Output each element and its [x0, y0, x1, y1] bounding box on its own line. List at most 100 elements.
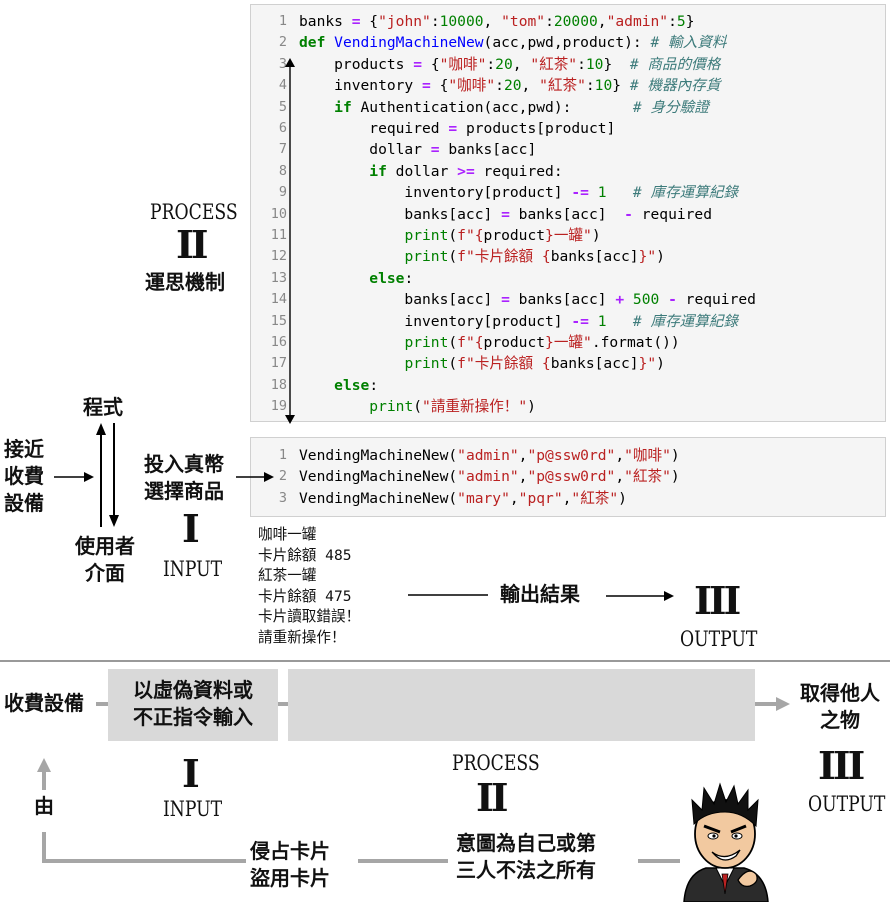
line-number: 13 — [270, 269, 287, 286]
code-text: inventory[product] -= 1 # 庫存運算紀錄 — [299, 312, 739, 330]
input-label-top: INPUT — [163, 557, 223, 581]
line-number: 17 — [270, 355, 287, 372]
code-text: dollar = banks[acc] — [299, 141, 537, 159]
code-text: print("請重新操作！") — [369, 398, 536, 416]
output-line: 咖啡一罐 — [258, 526, 317, 543]
bottom-flow-lines — [37, 697, 790, 863]
process-empty-box — [288, 669, 755, 741]
user-interface-label: 使用者 介面 — [70, 533, 140, 587]
output-label-top: OUTPUT — [680, 627, 758, 651]
process-label-top: PROCESS — [150, 200, 238, 224]
code-text: banks[acc] = banks[acc] - required — [299, 205, 712, 223]
line-number: 14 — [270, 291, 287, 308]
process-numeral-bottom: II — [476, 775, 509, 820]
card-misuse-label: 侵占卡片 盜用卡片 — [250, 838, 330, 892]
line-number: 8 — [278, 162, 287, 179]
output-line-left — [408, 594, 488, 596]
by-label: 由 — [34, 794, 54, 818]
code-text: products = {"咖啡":20, "紅茶":10} # 商品的價格 — [299, 55, 721, 73]
code-text: inventory = {"咖啡":20, "紅茶":10} # 機器內存貨 — [299, 77, 721, 95]
code-text: print(f"卡片餘額 {banks[acc]}") — [404, 355, 665, 373]
code-text: if dollar >= required: — [369, 162, 563, 180]
code-text: if Authentication(acc,pwd): # 身分驗證 — [334, 98, 709, 116]
line-number: 5 — [278, 98, 287, 115]
code-text: VendingMachineNew("admin","p@ssw0rd","咖啡… — [299, 447, 680, 464]
insert-money-label: 投入真幣 選擇商品 — [144, 451, 224, 505]
process-caption: 運思機制 — [145, 270, 225, 294]
code-text: print(f"{product}一罐") — [404, 227, 601, 244]
code-line: 8 if dollar >= required: — [251, 161, 885, 182]
line-number: 3 — [278, 55, 287, 72]
process-span-arrow — [285, 58, 295, 424]
fake-line-1: 以虛偽資料或 — [133, 678, 253, 702]
approach-device-label: 接近 收費 設備 — [4, 436, 54, 517]
line-number: 2 — [278, 34, 287, 51]
line-number: 3 — [278, 489, 287, 506]
villain-cartoon-icon — [683, 782, 769, 902]
code-text: banks = {"john":10000, "tom":20000,"admi… — [299, 13, 695, 30]
line-number: 16 — [270, 334, 287, 350]
code-line: 2 def VendingMachineNew(acc,pwd,product):… — [251, 32, 885, 53]
line-number: 10 — [270, 205, 287, 222]
output-numeral-bottom: III — [818, 743, 865, 788]
code-text: def VendingMachineNew(acc,pwd,product): … — [299, 34, 727, 52]
obtain-line-1: 取得他人 — [800, 681, 880, 705]
code-text: else: — [369, 269, 414, 287]
output-numeral-top: III — [694, 578, 741, 623]
fake-data-box — [108, 669, 278, 741]
code-line: 11 print(f"{product}一罐") — [251, 225, 885, 246]
approach-line-2: 收費 — [4, 464, 44, 488]
line-number: 1 — [278, 13, 287, 29]
code-cell-definition[interactable]: 1 banks = {"john":10000, "tom":20000,"adm… — [250, 4, 886, 422]
input-numeral-bottom: I — [182, 751, 200, 796]
line-number: 9 — [278, 184, 287, 201]
obtain-property-label: 取得他人 之物 — [790, 680, 890, 734]
line-number: 1 — [278, 447, 287, 463]
line-number: 12 — [270, 248, 287, 265]
code-cell-calls[interactable]: 1 VendingMachineNew("admin","p@ssw0rd","咖… — [250, 437, 886, 517]
code-line: 4 inventory = {"咖啡":20, "紅茶":10} # 機器內存貨 — [251, 75, 885, 96]
code-line: 15 inventory[product] -= 1 # 庫存運算紀錄 — [251, 311, 885, 332]
code-line: 18 else: — [251, 375, 885, 396]
code-line: 3 products = {"咖啡":20, "紅茶":10} # 商品的價格 — [251, 54, 885, 75]
code-line: 7 dollar = banks[acc] — [251, 139, 885, 160]
code-text: else: — [334, 376, 379, 394]
output-arrow — [606, 591, 674, 601]
intent-line-1: 意圖為自己或第 — [456, 831, 596, 855]
insert-line-2: 選擇商品 — [144, 479, 224, 503]
code-text: VendingMachineNew("admin","p@ssw0rd","紅茶… — [299, 468, 680, 486]
output-result-label: 輸出結果 — [500, 582, 580, 606]
insert-arrow — [236, 472, 274, 482]
code-line: 14 banks[acc] = banks[acc] + 500 - requi… — [251, 289, 885, 310]
line-number: 7 — [278, 141, 287, 158]
program-label: 程式 — [83, 395, 123, 419]
output-line: 卡片餘額 485 — [258, 546, 352, 564]
output-label-bottom: OUTPUT — [808, 792, 886, 816]
input-label-bottom: INPUT — [163, 797, 223, 821]
code-line: 1 VendingMachineNew("admin","p@ssw0rd","咖… — [251, 445, 885, 466]
code-text: inventory[product] -= 1 # 庫存運算紀錄 — [299, 184, 739, 202]
output-line: 請重新操作！ — [258, 628, 346, 646]
line-number: 6 — [278, 120, 287, 136]
obtain-line-2: 之物 — [820, 708, 860, 732]
output-line: 卡片讀取錯誤！ — [258, 608, 361, 626]
line-number: 11 — [270, 227, 287, 243]
line-number: 18 — [270, 376, 287, 393]
ui-line-2: 介面 — [85, 561, 125, 585]
card-line-2: 盜用卡片 — [250, 866, 330, 890]
code-line: 19 print("請重新操作！") — [251, 396, 885, 417]
code-text: VendingMachineNew("mary","pqr","紅茶") — [299, 489, 627, 507]
fake-data-label: 以虛偽資料或 不正指令輸入 — [108, 677, 278, 731]
code-text: print(f"卡片餘額 {banks[acc]}") — [404, 248, 665, 266]
intent-line-2: 三人不法之所有 — [456, 858, 596, 882]
intent-label: 意圖為自己或第 三人不法之所有 — [456, 830, 596, 884]
code-line: 5 if Authentication(acc,pwd): # 身分驗證 — [251, 97, 885, 118]
code-line: 9 inventory[product] -= 1 # 庫存運算紀錄 — [251, 182, 885, 203]
line-number: 19 — [270, 398, 287, 415]
process-numeral-top: II — [176, 222, 209, 267]
fee-device-label: 收費設備 — [4, 691, 84, 715]
code-line: 13 else: — [251, 268, 885, 289]
approach-line-1: 接近 — [4, 437, 44, 461]
